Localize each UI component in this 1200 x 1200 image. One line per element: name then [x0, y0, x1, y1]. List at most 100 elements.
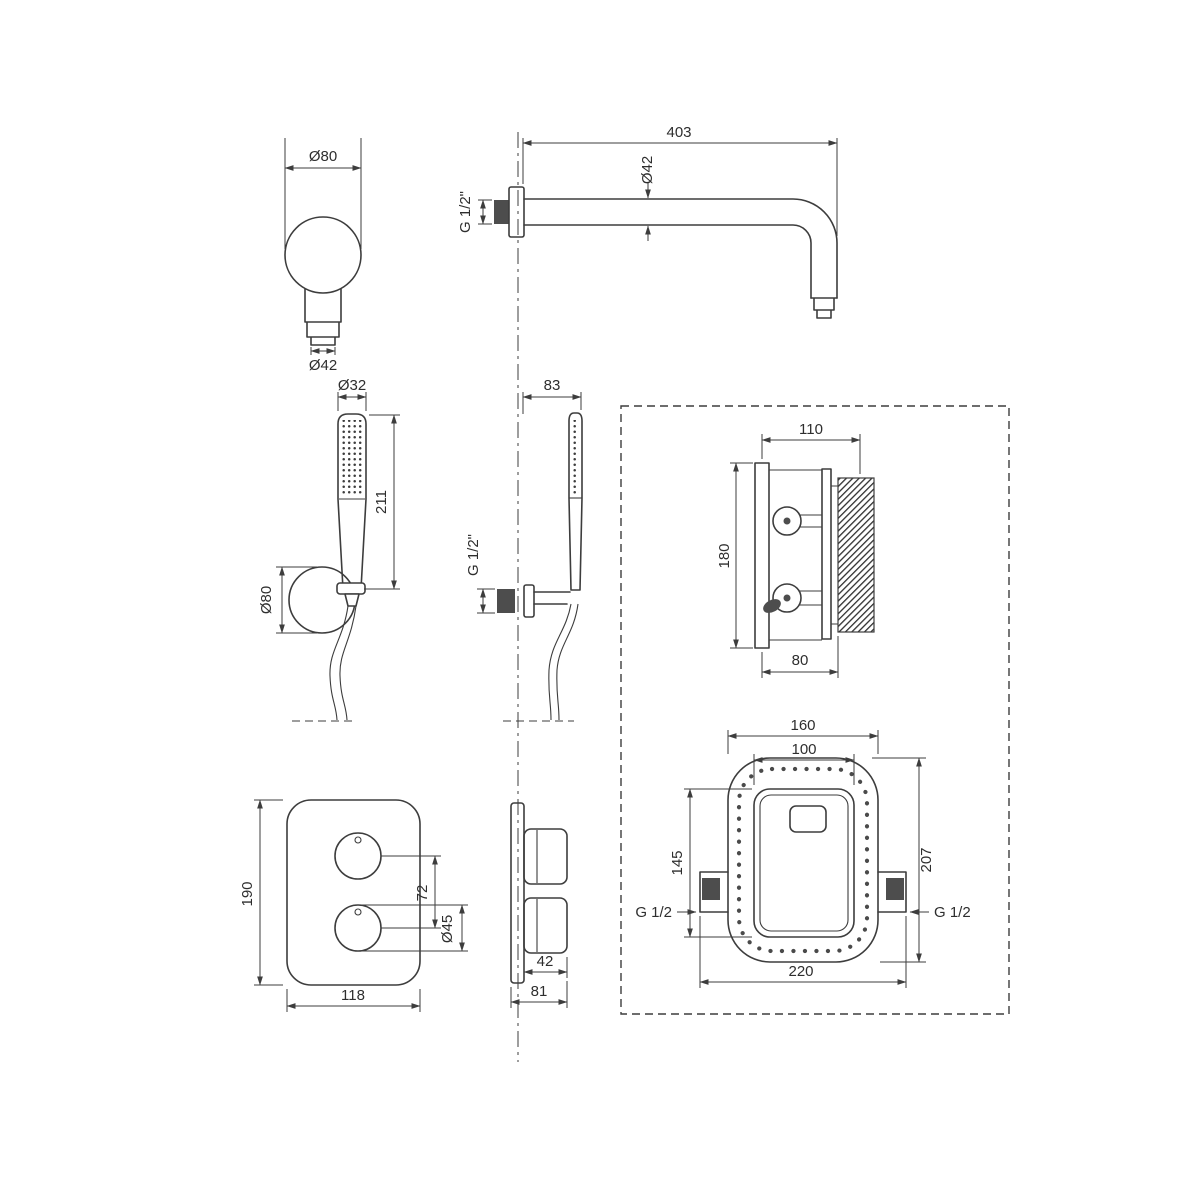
- holder-wall-plate: [523, 584, 535, 618]
- extension-lines: [284, 138, 362, 249]
- dim-mixer-height: 190: [239, 799, 283, 986]
- view-mixer-front: 190 72 Ø45 118: [239, 799, 468, 1012]
- dim-label-118: 118: [341, 987, 365, 1004]
- dim-holder-escutcheon-diameter: Ø80: [258, 566, 317, 634]
- extension-lines: [337, 392, 367, 411]
- plaster-guard-outline: [753, 788, 855, 938]
- hose-edge-right: [339, 605, 357, 721]
- dim-box-inner-height: 145: [669, 788, 752, 938]
- dim-label-220: 220: [788, 963, 813, 980]
- outlet-elbow-block: [497, 589, 515, 613]
- dim-spout-thread: G 1/2": [457, 191, 492, 233]
- dim-label-dia42-bottom: Ø42: [309, 357, 337, 374]
- dim-label-110: 110: [799, 421, 823, 438]
- dim-label-thread-spout: G 1/2": [457, 191, 474, 233]
- dim-knob-spacing: 72: [381, 855, 441, 929]
- valve-body-hatched: [837, 477, 875, 633]
- label-thread-right: G 1/2: [934, 904, 971, 921]
- dim-label-145: 145: [669, 850, 686, 875]
- extension-lines: [730, 462, 753, 649]
- spout-wall-flange: [508, 186, 525, 238]
- label-thread-left: G 1/2: [635, 904, 672, 921]
- dim-label-dia32: Ø32: [338, 377, 366, 394]
- view-spout-front: Ø80 Ø42: [284, 138, 362, 374]
- valve-lever: [763, 599, 781, 613]
- extension-lines: [381, 855, 441, 929]
- view-mixer-side: 42 81: [510, 802, 568, 1008]
- lower-port-center: [783, 594, 791, 602]
- body-connection-lines: [831, 485, 838, 625]
- extension-lines: [477, 588, 495, 614]
- dim-valve-height: 180: [716, 462, 753, 649]
- valve-stems: [799, 514, 822, 606]
- lower-valve-port-circle: [772, 583, 802, 613]
- valve-mounting-plate: [821, 468, 832, 640]
- gasket-dot-ring: [736, 766, 870, 954]
- plaster-guard-inner: [759, 794, 849, 932]
- dim-label-83: 83: [544, 377, 561, 394]
- right-port-bracket: [877, 871, 907, 913]
- view-handshower-side: 83 G 1/2": [465, 377, 583, 722]
- dim-label-dia45: Ø45: [439, 915, 456, 943]
- wall-connection-block: [494, 200, 509, 224]
- left-port-bracket: [699, 871, 729, 913]
- dim-spout-outlet-diameter: Ø42: [309, 347, 337, 374]
- spout-tube-outer-edge: [523, 198, 838, 299]
- extension-lines: [699, 916, 907, 988]
- upper-knob-index-dot: [354, 836, 362, 844]
- dim-label-42: 42: [537, 953, 554, 970]
- extension-lines: [254, 799, 283, 986]
- upper-port-center: [783, 517, 791, 525]
- dim-handshower-head-diameter: Ø32: [337, 377, 367, 411]
- dim-label-dia80-top: Ø80: [309, 148, 337, 165]
- dim-mixer-width: 118: [286, 987, 421, 1012]
- dim-box-outer-height: 207: [872, 757, 935, 963]
- extension-lines: [478, 199, 492, 225]
- lower-knob-index-dot: [354, 908, 362, 916]
- spray-face-edge-nozzles: [571, 420, 579, 496]
- dim-label-72: 72: [414, 885, 431, 902]
- dim-handshower-length: 211: [364, 414, 400, 590]
- dim-label-dia80-holder: Ø80: [258, 586, 275, 614]
- dim-spout-tube-diameter: Ø42: [639, 156, 656, 241]
- hose-edge-left: [329, 605, 349, 721]
- dim-box-overall-width: 220: [699, 916, 907, 988]
- dim-label-thread-holder: G 1/2": [465, 534, 482, 576]
- dim-label-160: 160: [790, 717, 815, 734]
- hose-side-edge-right: [556, 603, 579, 721]
- dim-valve-depth: 80: [761, 636, 839, 678]
- upper-knob-side: [523, 828, 568, 885]
- dim-box-outer-width: 160: [727, 717, 879, 754]
- concealed-parts-dashed-box: [620, 405, 1010, 1015]
- mixer-plate-outline: [286, 799, 421, 986]
- extension-lines: [360, 904, 468, 952]
- dim-label-100: 100: [791, 741, 816, 758]
- view-spout-side: 403 Ø42 G 1/2": [457, 124, 838, 319]
- view-rough-in-box: 160 100 145 207 220 G 1/2 G 1/2: [635, 717, 971, 988]
- lower-knob-circle: [334, 904, 382, 952]
- handshower-side-outline: [568, 412, 583, 591]
- right-port-block: [886, 878, 904, 900]
- hose-connector-cone: [344, 593, 360, 607]
- dim-spout-escutcheon-diameter: Ø80: [284, 138, 362, 249]
- dim-label-80: 80: [792, 652, 809, 669]
- mixer-plate-side: [510, 802, 525, 984]
- dim-label-dia42-side: Ø42: [639, 156, 656, 184]
- guard-window: [789, 805, 827, 833]
- spray-face-nozzles: [342, 420, 362, 496]
- upper-knob-circle: [334, 832, 382, 880]
- spout-tip-outline: [810, 297, 838, 319]
- holder-arm: [533, 591, 571, 605]
- handshower-body-outline: [337, 413, 367, 590]
- holder-escutcheon-circle: [288, 566, 356, 634]
- dim-handshower-offset: 83: [522, 377, 582, 414]
- view-valve-side: 110 180 80: [716, 421, 875, 678]
- holder-clip: [336, 582, 366, 595]
- spout-tube-inner-edge: [523, 224, 812, 299]
- spout-escutcheon-circle: [284, 216, 362, 294]
- upper-valve-port-circle: [772, 506, 802, 536]
- dim-label-81: 81: [531, 983, 548, 1000]
- dim-label-207: 207: [918, 847, 935, 872]
